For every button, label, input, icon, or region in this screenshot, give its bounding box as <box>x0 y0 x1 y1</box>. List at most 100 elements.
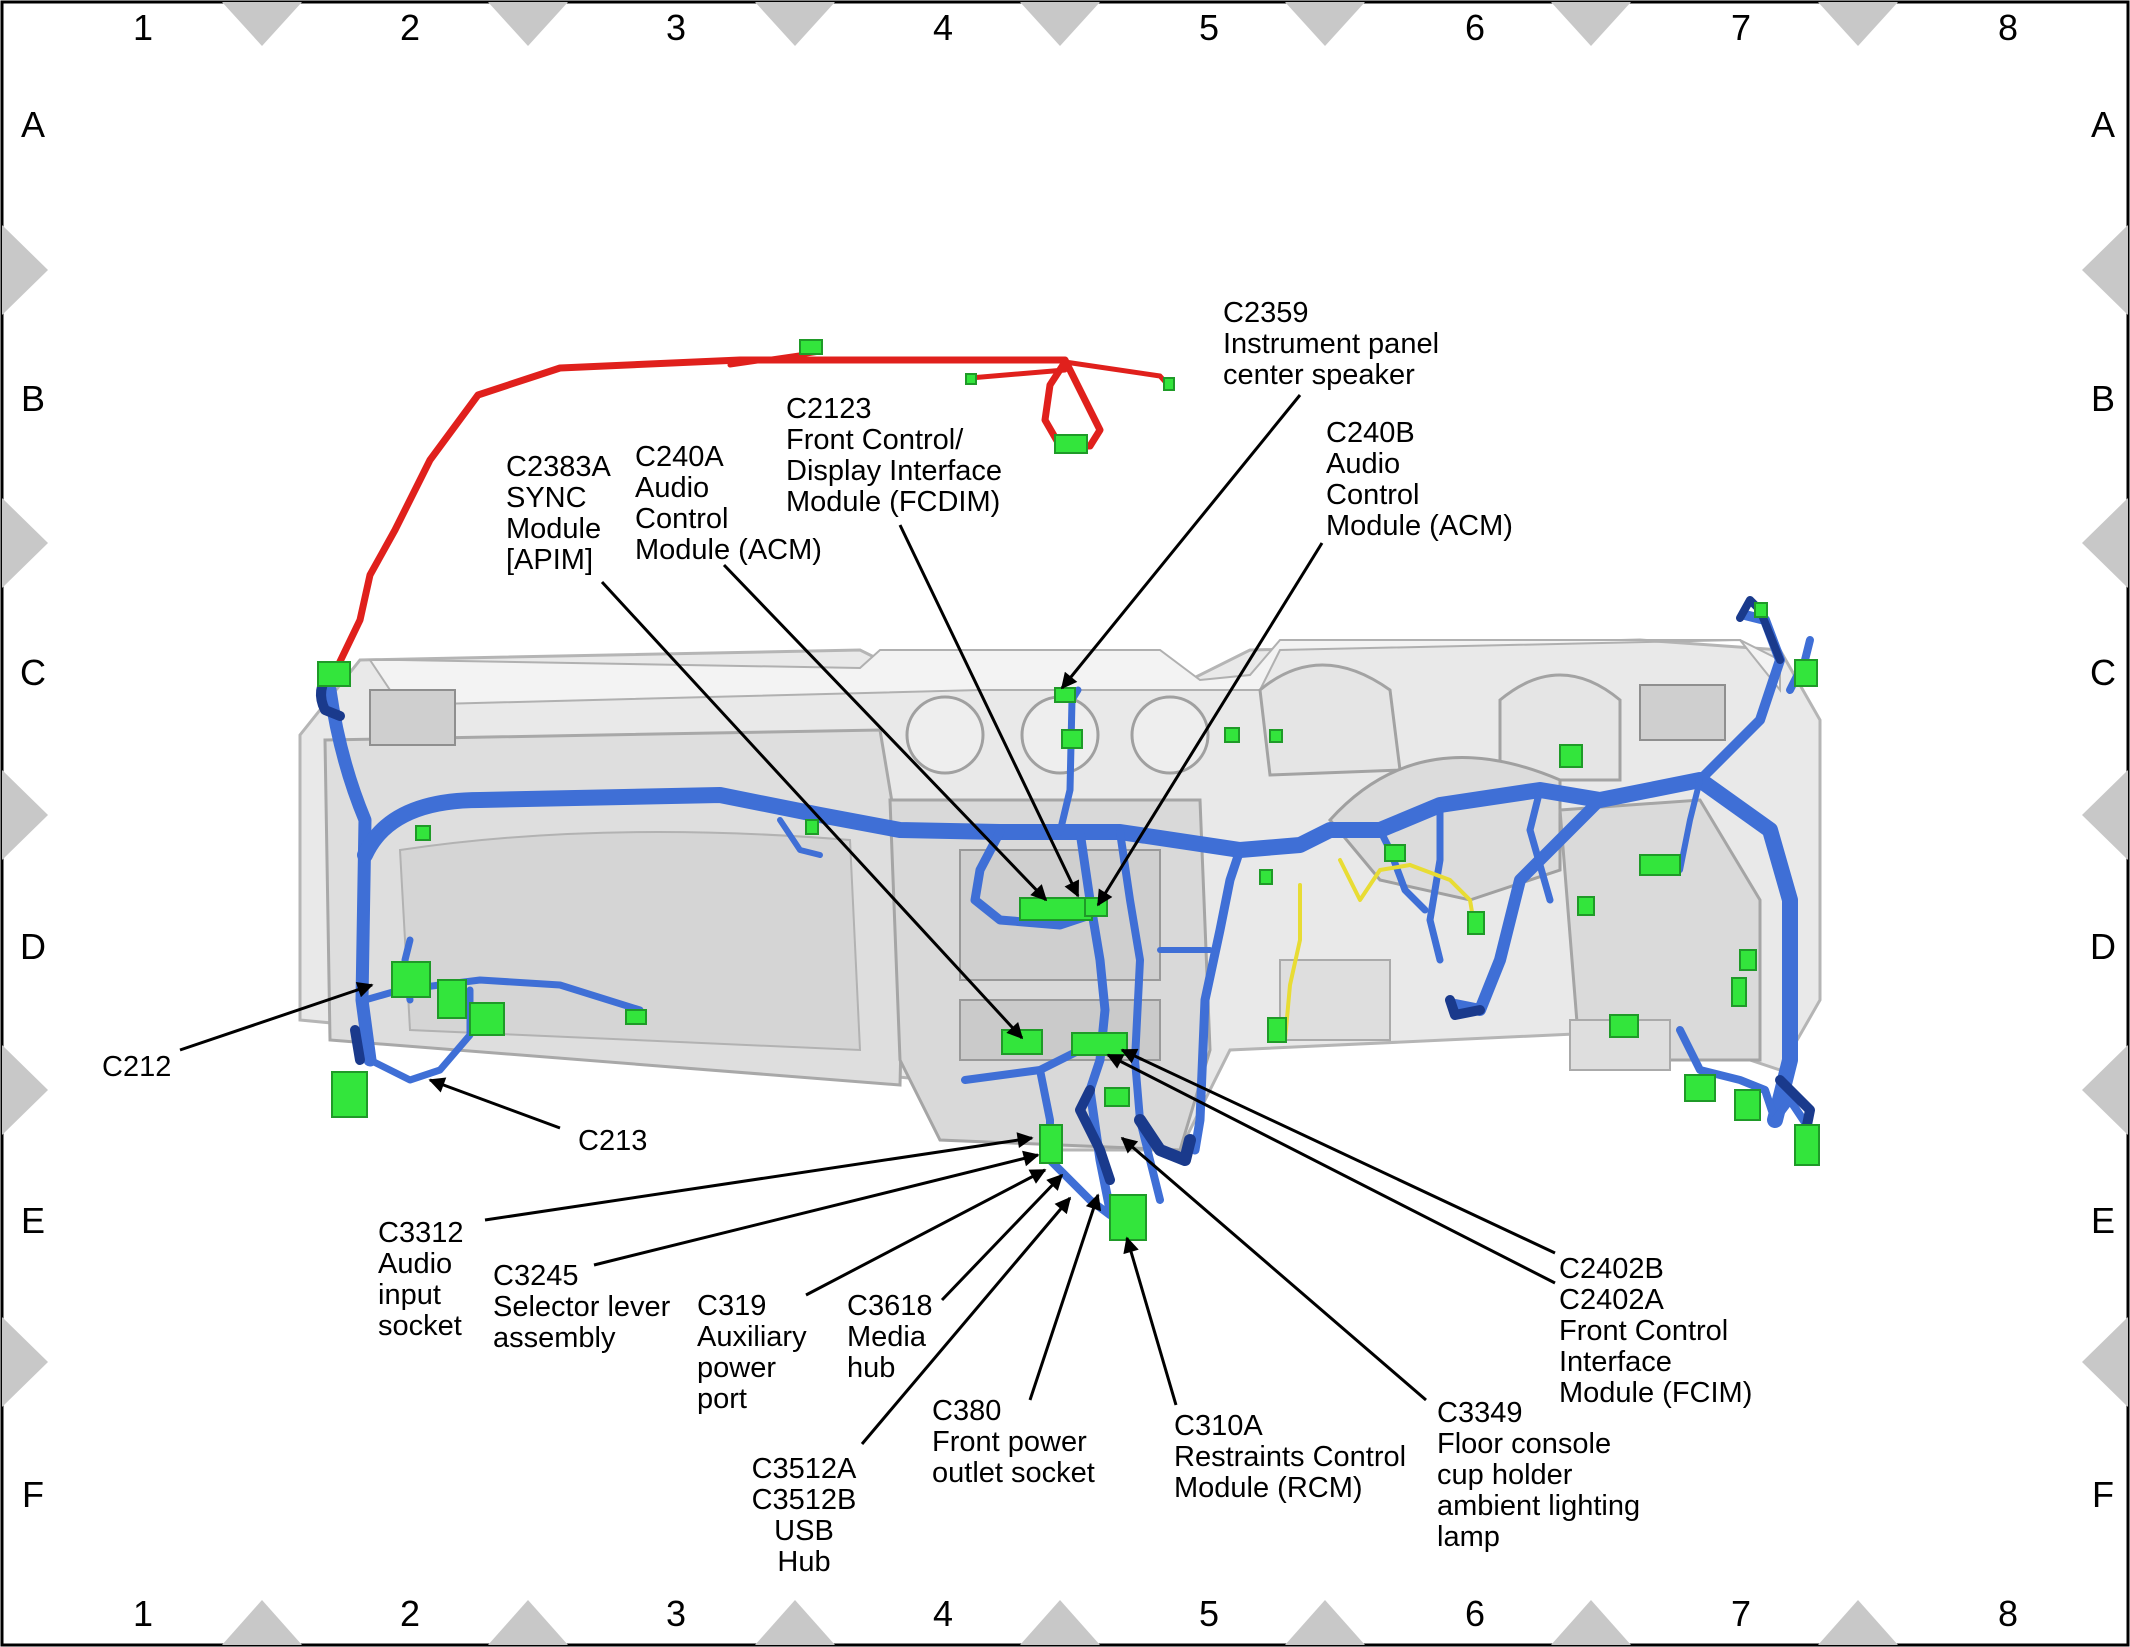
grid-row-label-right: F <box>2092 1474 2114 1515</box>
c319-leader <box>805 1168 1047 1297</box>
callout-text-line: C3312 <box>378 1217 463 1249</box>
grid-column-label-bottom: 1 <box>133 1593 153 1634</box>
harness-blue-main <box>323 610 1814 1219</box>
c2359-leader <box>1060 394 1302 690</box>
callout-text-line: port <box>697 1383 747 1415</box>
callout-text-line: C2383A <box>506 451 611 483</box>
grid-row-label-right: E <box>2091 1200 2115 1241</box>
callout-text-line: C240A <box>635 441 724 473</box>
zone-marker-left <box>2 225 48 315</box>
callout-text-line: C3245 <box>493 1260 578 1292</box>
grid-column-label-bottom: 6 <box>1465 1593 1485 1634</box>
callout-text-line: Front power <box>932 1426 1087 1458</box>
c380-leader <box>1028 1193 1102 1401</box>
c2402a-leader <box>1106 1053 1556 1285</box>
callout-text-line: assembly <box>493 1322 616 1354</box>
callout-text-line: Module (FCDIM) <box>786 486 1000 518</box>
callout-text-line: ambient lighting <box>1437 1490 1640 1522</box>
c3618-leader <box>940 1173 1064 1302</box>
callout-text-line: Control <box>635 503 729 535</box>
callout-text-line: C310A <box>1174 1410 1263 1442</box>
zone-marker-top <box>755 2 835 46</box>
callout-text-line: Module (RCM) <box>1174 1472 1363 1504</box>
zone-marker-bottom <box>1285 1600 1365 1645</box>
zone-marker-left <box>2 1045 48 1135</box>
grid-column-label-top: 5 <box>1199 7 1219 48</box>
c3245-leader <box>593 1150 1040 1267</box>
c2123-leader <box>898 524 1080 898</box>
zone-marker-left <box>2 770 48 860</box>
grid-row-label-right: B <box>2091 378 2115 419</box>
grid-row-label-left: C <box>20 652 46 693</box>
grid-column-label-top: 7 <box>1731 7 1751 48</box>
grid-column-label-bottom: 5 <box>1199 1593 1219 1634</box>
callout-text-line: Audio <box>635 472 709 504</box>
grid-row-label-left: A <box>21 104 45 145</box>
callout-text-line: outlet socket <box>932 1457 1095 1489</box>
zone-marker-left <box>2 498 48 588</box>
callout-text-line: Floor console <box>1437 1428 1611 1460</box>
callout-text-line: Interface <box>1559 1346 1672 1378</box>
zone-marker-bottom <box>1818 1600 1898 1645</box>
callout-text-line: Audio <box>1326 448 1400 480</box>
grid-row-label-right: A <box>2091 104 2115 145</box>
callout-text-line: Instrument panel <box>1223 328 1439 360</box>
callout-text-line: C213 <box>578 1125 647 1157</box>
grid-row-label-left: E <box>21 1200 45 1241</box>
callout-text-line: C2123 <box>786 393 871 425</box>
callout-text-line: Front Control/ <box>786 424 964 456</box>
zone-marker-top <box>1020 2 1100 46</box>
zone-marker-top <box>1285 2 1365 46</box>
callout-text-line: lamp <box>1437 1521 1500 1553</box>
c240b-leader <box>1096 542 1324 907</box>
callout-text-line: Hub <box>777 1546 830 1578</box>
connectors <box>317 339 1820 1241</box>
zone-marker-bottom <box>222 1600 302 1645</box>
callout-text-line: Module (ACM) <box>635 534 822 566</box>
zone-marker-bottom <box>755 1600 835 1645</box>
grid-column-label-top: 3 <box>666 7 686 48</box>
callout-text-line: Media <box>847 1321 927 1353</box>
c240a-leader <box>722 563 1048 902</box>
grid-column-label-bottom: 7 <box>1731 1593 1751 1634</box>
zone-marker-right <box>2082 225 2128 315</box>
grid-row-label-left: D <box>20 926 46 967</box>
callout-text-line: power <box>697 1352 776 1384</box>
callout-text-line: Auxiliary <box>697 1321 807 1353</box>
callout-text-line: [APIM] <box>506 544 593 576</box>
zone-marker-right <box>2082 1317 2128 1407</box>
zone-marker-top <box>1551 2 1631 46</box>
grid-column-label-top: 4 <box>933 7 953 48</box>
c2383a-leader <box>600 580 1024 1040</box>
c3512-leader <box>860 1196 1072 1445</box>
callout-text-line: Control <box>1326 479 1420 511</box>
callout-text-line: C212 <box>102 1051 171 1083</box>
c3349-leader <box>1120 1136 1427 1402</box>
c2402b-leader <box>1120 1048 1556 1255</box>
grid-column-label-top: 1 <box>133 7 153 48</box>
callout-text-line: Module <box>506 513 601 545</box>
zone-marker-right <box>2082 1045 2128 1135</box>
callout-text-line: C380 <box>932 1395 1001 1427</box>
callout-text-line: Audio <box>378 1248 452 1280</box>
grid-column-label-top: 2 <box>400 7 420 48</box>
callout-text-line: C240B <box>1326 417 1415 449</box>
zone-marker-top <box>488 2 568 46</box>
callout-text-line: Module (ACM) <box>1326 510 1513 542</box>
zone-marker-bottom <box>1551 1600 1631 1645</box>
callout-text-line: USB <box>774 1515 834 1547</box>
callout-text-line: Restraints Control <box>1174 1441 1406 1473</box>
callout-c212: C212 <box>102 1051 171 1083</box>
